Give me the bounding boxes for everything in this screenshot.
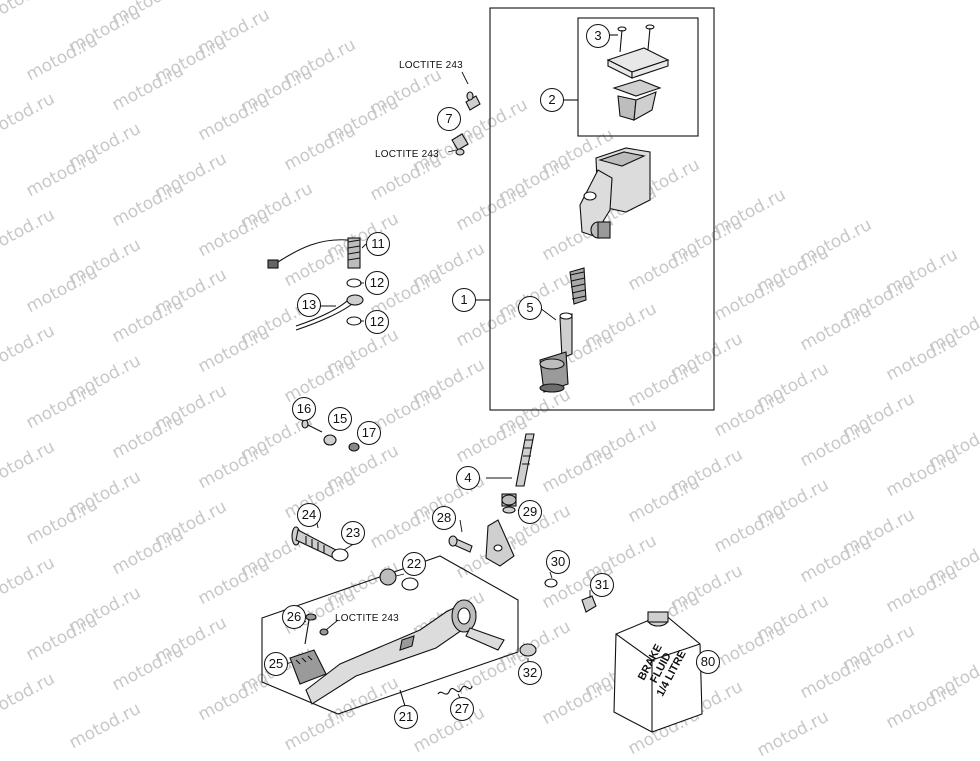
piston-kit bbox=[539, 267, 587, 393]
callout-31: 31 bbox=[590, 573, 614, 597]
reservoir-cap-frame bbox=[577, 17, 699, 137]
loctite-label-2: LOCTITE 243 bbox=[375, 149, 439, 160]
pedal-nut bbox=[519, 643, 537, 657]
master-cylinder-body bbox=[579, 147, 651, 239]
clevis-pin-set bbox=[448, 535, 597, 613]
banjo-bolts bbox=[451, 91, 481, 156]
master-cylinder-frame bbox=[489, 7, 715, 411]
loctite-label-3: LOCTITE 243 bbox=[335, 613, 399, 624]
push-rod-nut bbox=[501, 494, 517, 506]
callout-22: 22 bbox=[402, 552, 426, 576]
callout-27: 27 bbox=[450, 697, 474, 721]
brake-pedal bbox=[305, 599, 505, 705]
callout-26: 26 bbox=[282, 605, 306, 629]
brake-light-switch bbox=[267, 237, 361, 269]
callout-15: 15 bbox=[328, 407, 352, 431]
callout-29: 29 bbox=[518, 500, 542, 524]
callout-25: 25 bbox=[264, 652, 288, 676]
callout-13: 13 bbox=[297, 293, 321, 317]
callout-12b: 12 bbox=[365, 310, 389, 334]
return-spring bbox=[437, 685, 473, 695]
callout-5: 5 bbox=[518, 296, 542, 320]
reservoir-cap bbox=[606, 47, 670, 121]
callout-3: 3 bbox=[586, 24, 610, 48]
callout-12a: 12 bbox=[365, 271, 389, 295]
callout-28: 28 bbox=[432, 506, 456, 530]
parts-diagram bbox=[261, 7, 715, 733]
callout-24: 24 bbox=[297, 503, 321, 527]
pedal-step bbox=[289, 613, 329, 685]
callout-7: 7 bbox=[437, 107, 461, 131]
brake-pedal-frame bbox=[261, 555, 519, 715]
callout-17: 17 bbox=[357, 421, 381, 445]
brake-fluid-can bbox=[613, 611, 703, 733]
callout-16: 16 bbox=[292, 397, 316, 421]
callout-32: 32 bbox=[518, 661, 542, 685]
loctite-label-1: LOCTITE 243 bbox=[399, 60, 463, 71]
callout-21: 21 bbox=[394, 705, 418, 729]
callout-23: 23 bbox=[341, 521, 365, 545]
pedal-pivot bbox=[291, 526, 419, 591]
callout-4: 4 bbox=[456, 466, 480, 490]
callout-30: 30 bbox=[546, 550, 570, 574]
callout-2: 2 bbox=[540, 88, 564, 112]
brake-hose bbox=[295, 278, 364, 331]
callout-11: 11 bbox=[366, 232, 390, 256]
callout-80: 80 bbox=[696, 650, 720, 674]
cap-screws bbox=[608, 24, 655, 53]
callout-1: 1 bbox=[452, 288, 476, 312]
pedal-pivot-hardware bbox=[301, 419, 360, 452]
